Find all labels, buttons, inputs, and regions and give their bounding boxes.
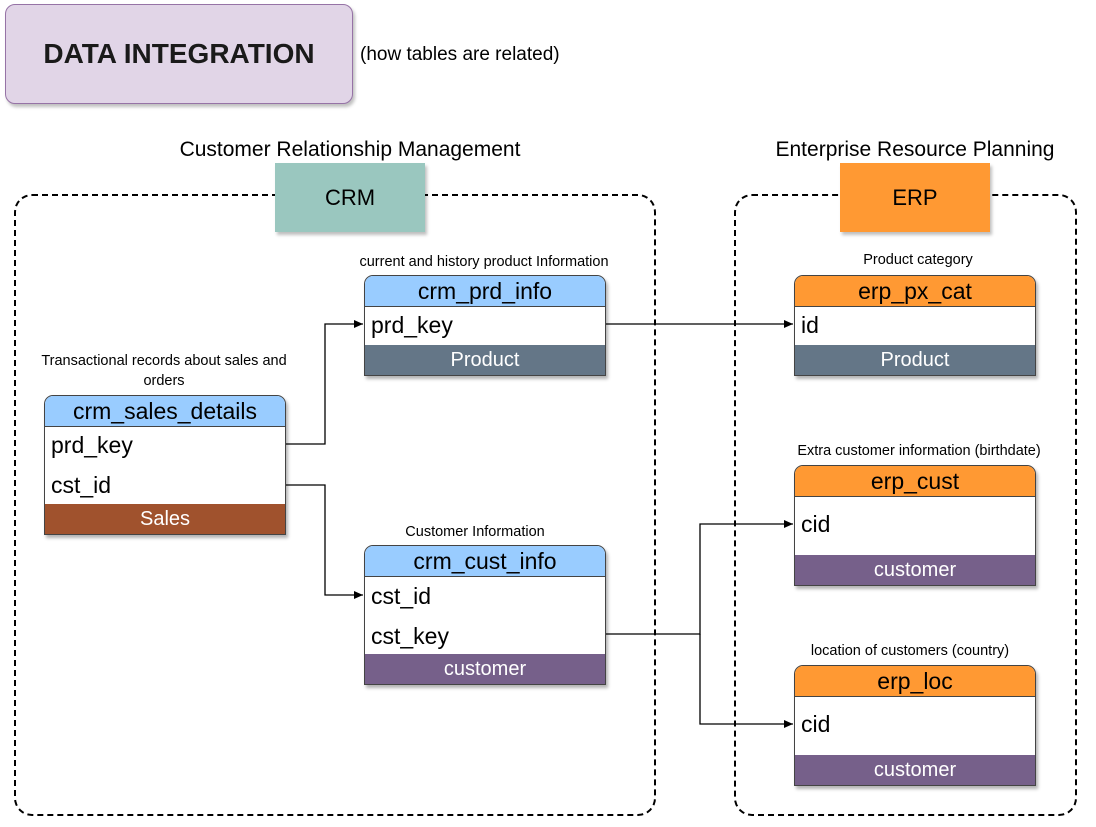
erp-px-cat-table: erp_px_cat id Product <box>794 275 1036 376</box>
crm-prd-info-table: crm_prd_info prd_key Product <box>364 275 606 376</box>
table-footer: Product <box>795 345 1035 375</box>
table-footer: Sales <box>45 504 285 534</box>
field-cid: cid <box>801 511 831 537</box>
table-header: erp_cust <box>795 466 1035 497</box>
table-header: erp_loc <box>795 666 1035 697</box>
field-prd-key: prd_key <box>51 432 133 458</box>
table-header: crm_cust_info <box>365 546 605 577</box>
sales-details-description: Transactional records about sales and or… <box>41 353 287 389</box>
connector-cust-to-erploc <box>699 634 793 728</box>
table-footer: customer <box>365 654 605 684</box>
crm-sales-details-table: crm_sales_details prd_key cst_id Sales <box>44 395 286 535</box>
table-footer: customer <box>795 755 1035 785</box>
crm-cust-info-table: crm_cust_info cst_id cst_key customer <box>364 545 606 685</box>
field-cst-id: cst_id <box>371 583 432 609</box>
field-prd-key: prd_key <box>371 312 453 338</box>
erp-badge: ERP <box>840 163 990 232</box>
erp-cust-table: erp_cust cid customer <box>794 465 1036 586</box>
erp-loc-description: location of customers (country) <box>810 643 1010 659</box>
connector-sales-to-prd <box>286 320 363 445</box>
connector-sales-to-cust <box>286 484 363 599</box>
field-id: id <box>801 312 819 338</box>
field-cid: cid <box>801 711 831 737</box>
erp-cust-description: Extra customer information (birthdate) <box>797 443 1041 459</box>
table-footer: customer <box>795 555 1035 585</box>
crm-section-title: Customer Relationship Management <box>179 138 521 161</box>
erp-section-title: Enterprise Resource Planning <box>775 138 1055 161</box>
field-cst-id: cst_id <box>51 472 112 498</box>
erp-loc-table: erp_loc cid customer <box>794 665 1036 786</box>
prd-info-description: current and history product Information <box>359 254 609 270</box>
table-header: erp_px_cat <box>795 276 1035 307</box>
cust-info-description: Customer Information <box>405 524 545 540</box>
page-subtitle: (how tables are related) <box>360 44 560 65</box>
crm-badge: CRM <box>275 163 425 232</box>
field-cst-key: cst_key <box>371 623 449 649</box>
page-title: DATA INTEGRATION <box>5 4 353 104</box>
connector-cust-to-erpcust <box>605 520 793 635</box>
px-cat-description: Product category <box>863 252 973 268</box>
table-header: crm_sales_details <box>45 396 285 427</box>
table-footer: Product <box>365 345 605 375</box>
table-header: crm_prd_info <box>365 276 605 307</box>
